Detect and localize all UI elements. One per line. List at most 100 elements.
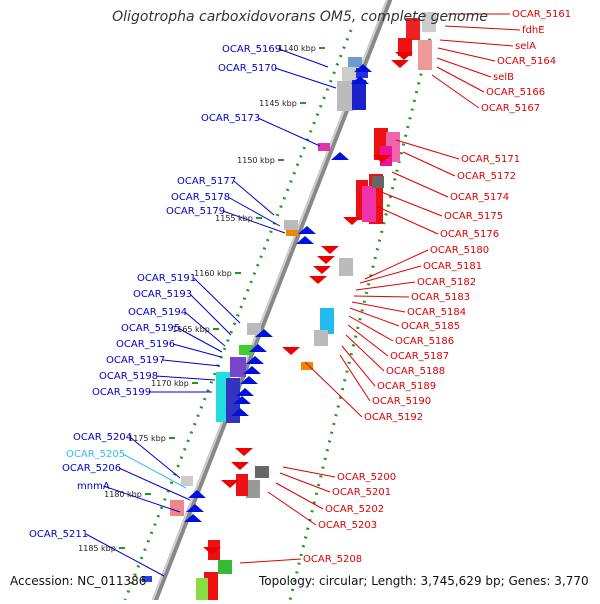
leader-line bbox=[364, 249, 429, 280]
forward-gene-arrow bbox=[395, 52, 413, 60]
forward-gene-arrow bbox=[317, 256, 335, 264]
reverse-gene-block bbox=[318, 143, 330, 151]
gene-label-ocar-5184: OCAR_5184 bbox=[407, 307, 466, 318]
leader-line bbox=[279, 472, 331, 493]
leader-line bbox=[348, 315, 394, 342]
reverse-gene-arrow bbox=[231, 408, 249, 416]
gene-label-ocar-5182: OCAR_5182 bbox=[417, 277, 476, 288]
leader-line bbox=[345, 334, 385, 372]
gene-label-ocar-5200: OCAR_5200 bbox=[337, 472, 396, 483]
forward-gene-block bbox=[255, 466, 269, 478]
gene-label-ocar-5191: OCAR_5191 bbox=[137, 273, 196, 284]
gene-label-mnma: mnmA bbox=[77, 481, 110, 492]
scale-label: 1155 kbp bbox=[215, 214, 253, 223]
forward-gene-arrow bbox=[343, 217, 361, 225]
forward-gene-arrow bbox=[309, 276, 327, 284]
leader-line bbox=[184, 311, 226, 347]
forward-gene-block bbox=[362, 186, 376, 222]
scale-label: 1140 kbp bbox=[278, 44, 316, 53]
gene-label-ocar-5211: OCAR_5211 bbox=[29, 529, 88, 540]
gene-label-ocar-5196: OCAR_5196 bbox=[116, 339, 175, 350]
leader-line bbox=[351, 301, 406, 313]
gene-label-ocar-5175: OCAR_5175 bbox=[444, 211, 503, 222]
reverse-gene-block bbox=[142, 576, 152, 582]
forward-gene-arrow bbox=[313, 266, 331, 274]
reverse-gene-arrow bbox=[351, 76, 369, 84]
reverse-gene-arrow bbox=[331, 152, 349, 160]
leader-line bbox=[257, 117, 321, 147]
gene-label-ocar-5187: OCAR_5187 bbox=[390, 351, 449, 362]
gene-label-ocar-5206: OCAR_5206 bbox=[62, 463, 121, 474]
gene-label-ocar-5188: OCAR_5188 bbox=[386, 366, 445, 377]
forward-strand-features bbox=[196, 12, 436, 600]
gene-label-ocar-5172: OCAR_5172 bbox=[457, 171, 516, 182]
accession-text: Accession: NC_011386 bbox=[10, 574, 147, 588]
leader-line bbox=[155, 375, 216, 381]
forward-gene-arrow bbox=[221, 480, 239, 488]
gene-label-ocar-5164: OCAR_5164 bbox=[497, 56, 556, 67]
forward-gene-block bbox=[301, 362, 313, 370]
gene-label-ocar-5171: OCAR_5171 bbox=[461, 154, 520, 165]
leader-line bbox=[377, 206, 439, 235]
forward-gene-block bbox=[196, 578, 208, 600]
gene-label-ocar-5170: OCAR_5170 bbox=[218, 63, 277, 74]
gene-label-ocar-5192: OCAR_5192 bbox=[364, 412, 423, 423]
forward-gene-arrow bbox=[235, 448, 253, 456]
gene-label-selb: selB bbox=[493, 72, 514, 83]
gene-label-ocar-5166: OCAR_5166 bbox=[486, 87, 545, 98]
reverse-gene-block bbox=[284, 220, 298, 230]
leader-line bbox=[339, 354, 371, 402]
leader-line bbox=[275, 482, 324, 510]
leader-line bbox=[444, 25, 521, 31]
gene-label-ocar-5203: OCAR_5203 bbox=[318, 520, 377, 531]
gene-label-ocar-5205: OCAR_5205 bbox=[66, 449, 125, 460]
gene-label-ocar-5181: OCAR_5181 bbox=[423, 261, 482, 272]
gene-label-ocar-5204: OCAR_5204 bbox=[73, 432, 132, 443]
leader-line bbox=[274, 67, 337, 89]
reverse-gene-arrow bbox=[298, 226, 316, 234]
scale-label: 1165 kbp bbox=[172, 325, 210, 334]
scale-label: 1145 kbp bbox=[259, 99, 297, 108]
reverse-gene-arrow bbox=[249, 344, 267, 352]
reverse-gene-arrow bbox=[354, 64, 372, 72]
gene-label-ocar-5189: OCAR_5189 bbox=[377, 381, 436, 392]
gene-label-ocar-5193: OCAR_5193 bbox=[133, 289, 192, 300]
reverse-gene-arrow bbox=[296, 236, 314, 244]
scale-label: 1180 kbp bbox=[104, 490, 142, 499]
topology-text: Topology: circular; Length: 3,745,629 bp… bbox=[259, 574, 589, 588]
leader-line bbox=[189, 293, 232, 336]
leader-line bbox=[162, 359, 221, 367]
leader-line bbox=[341, 345, 376, 387]
forward-gene-block bbox=[320, 308, 334, 334]
gene-label-ocar-5202: OCAR_5202 bbox=[325, 504, 384, 515]
forward-gene-arrow bbox=[282, 347, 300, 355]
scale-label: 1185 kbp bbox=[78, 544, 116, 553]
reverse-gene-arrow bbox=[255, 329, 273, 337]
gene-label-ocar-5161: OCAR_5161 bbox=[512, 9, 571, 20]
gene-label-ocar-5185: OCAR_5185 bbox=[401, 321, 460, 332]
leader-line bbox=[395, 139, 460, 160]
leader-line bbox=[436, 66, 485, 93]
leader-line bbox=[129, 436, 181, 479]
reverse-gene-block bbox=[356, 68, 368, 78]
leader-line bbox=[278, 48, 329, 68]
forward-gene-block bbox=[406, 18, 420, 40]
leader-line bbox=[439, 39, 514, 47]
forward-gene-block bbox=[246, 480, 260, 498]
gene-label-ocar-5190: OCAR_5190 bbox=[372, 396, 431, 407]
leader-line bbox=[353, 295, 410, 298]
forward-gene-block bbox=[372, 176, 384, 188]
leader-line bbox=[103, 485, 181, 513]
leader-line bbox=[222, 210, 286, 234]
leader-line bbox=[349, 307, 400, 327]
gene-label-ocar-5179: OCAR_5179 bbox=[166, 206, 225, 217]
leader-line bbox=[355, 281, 416, 291]
forward-gene-arrow bbox=[373, 155, 391, 163]
scale-label: 1170 kbp bbox=[151, 379, 189, 388]
reverse-gene-arrow bbox=[236, 388, 254, 396]
leader-line bbox=[391, 171, 449, 198]
gene-label-ocar-5173: OCAR_5173 bbox=[201, 113, 260, 124]
